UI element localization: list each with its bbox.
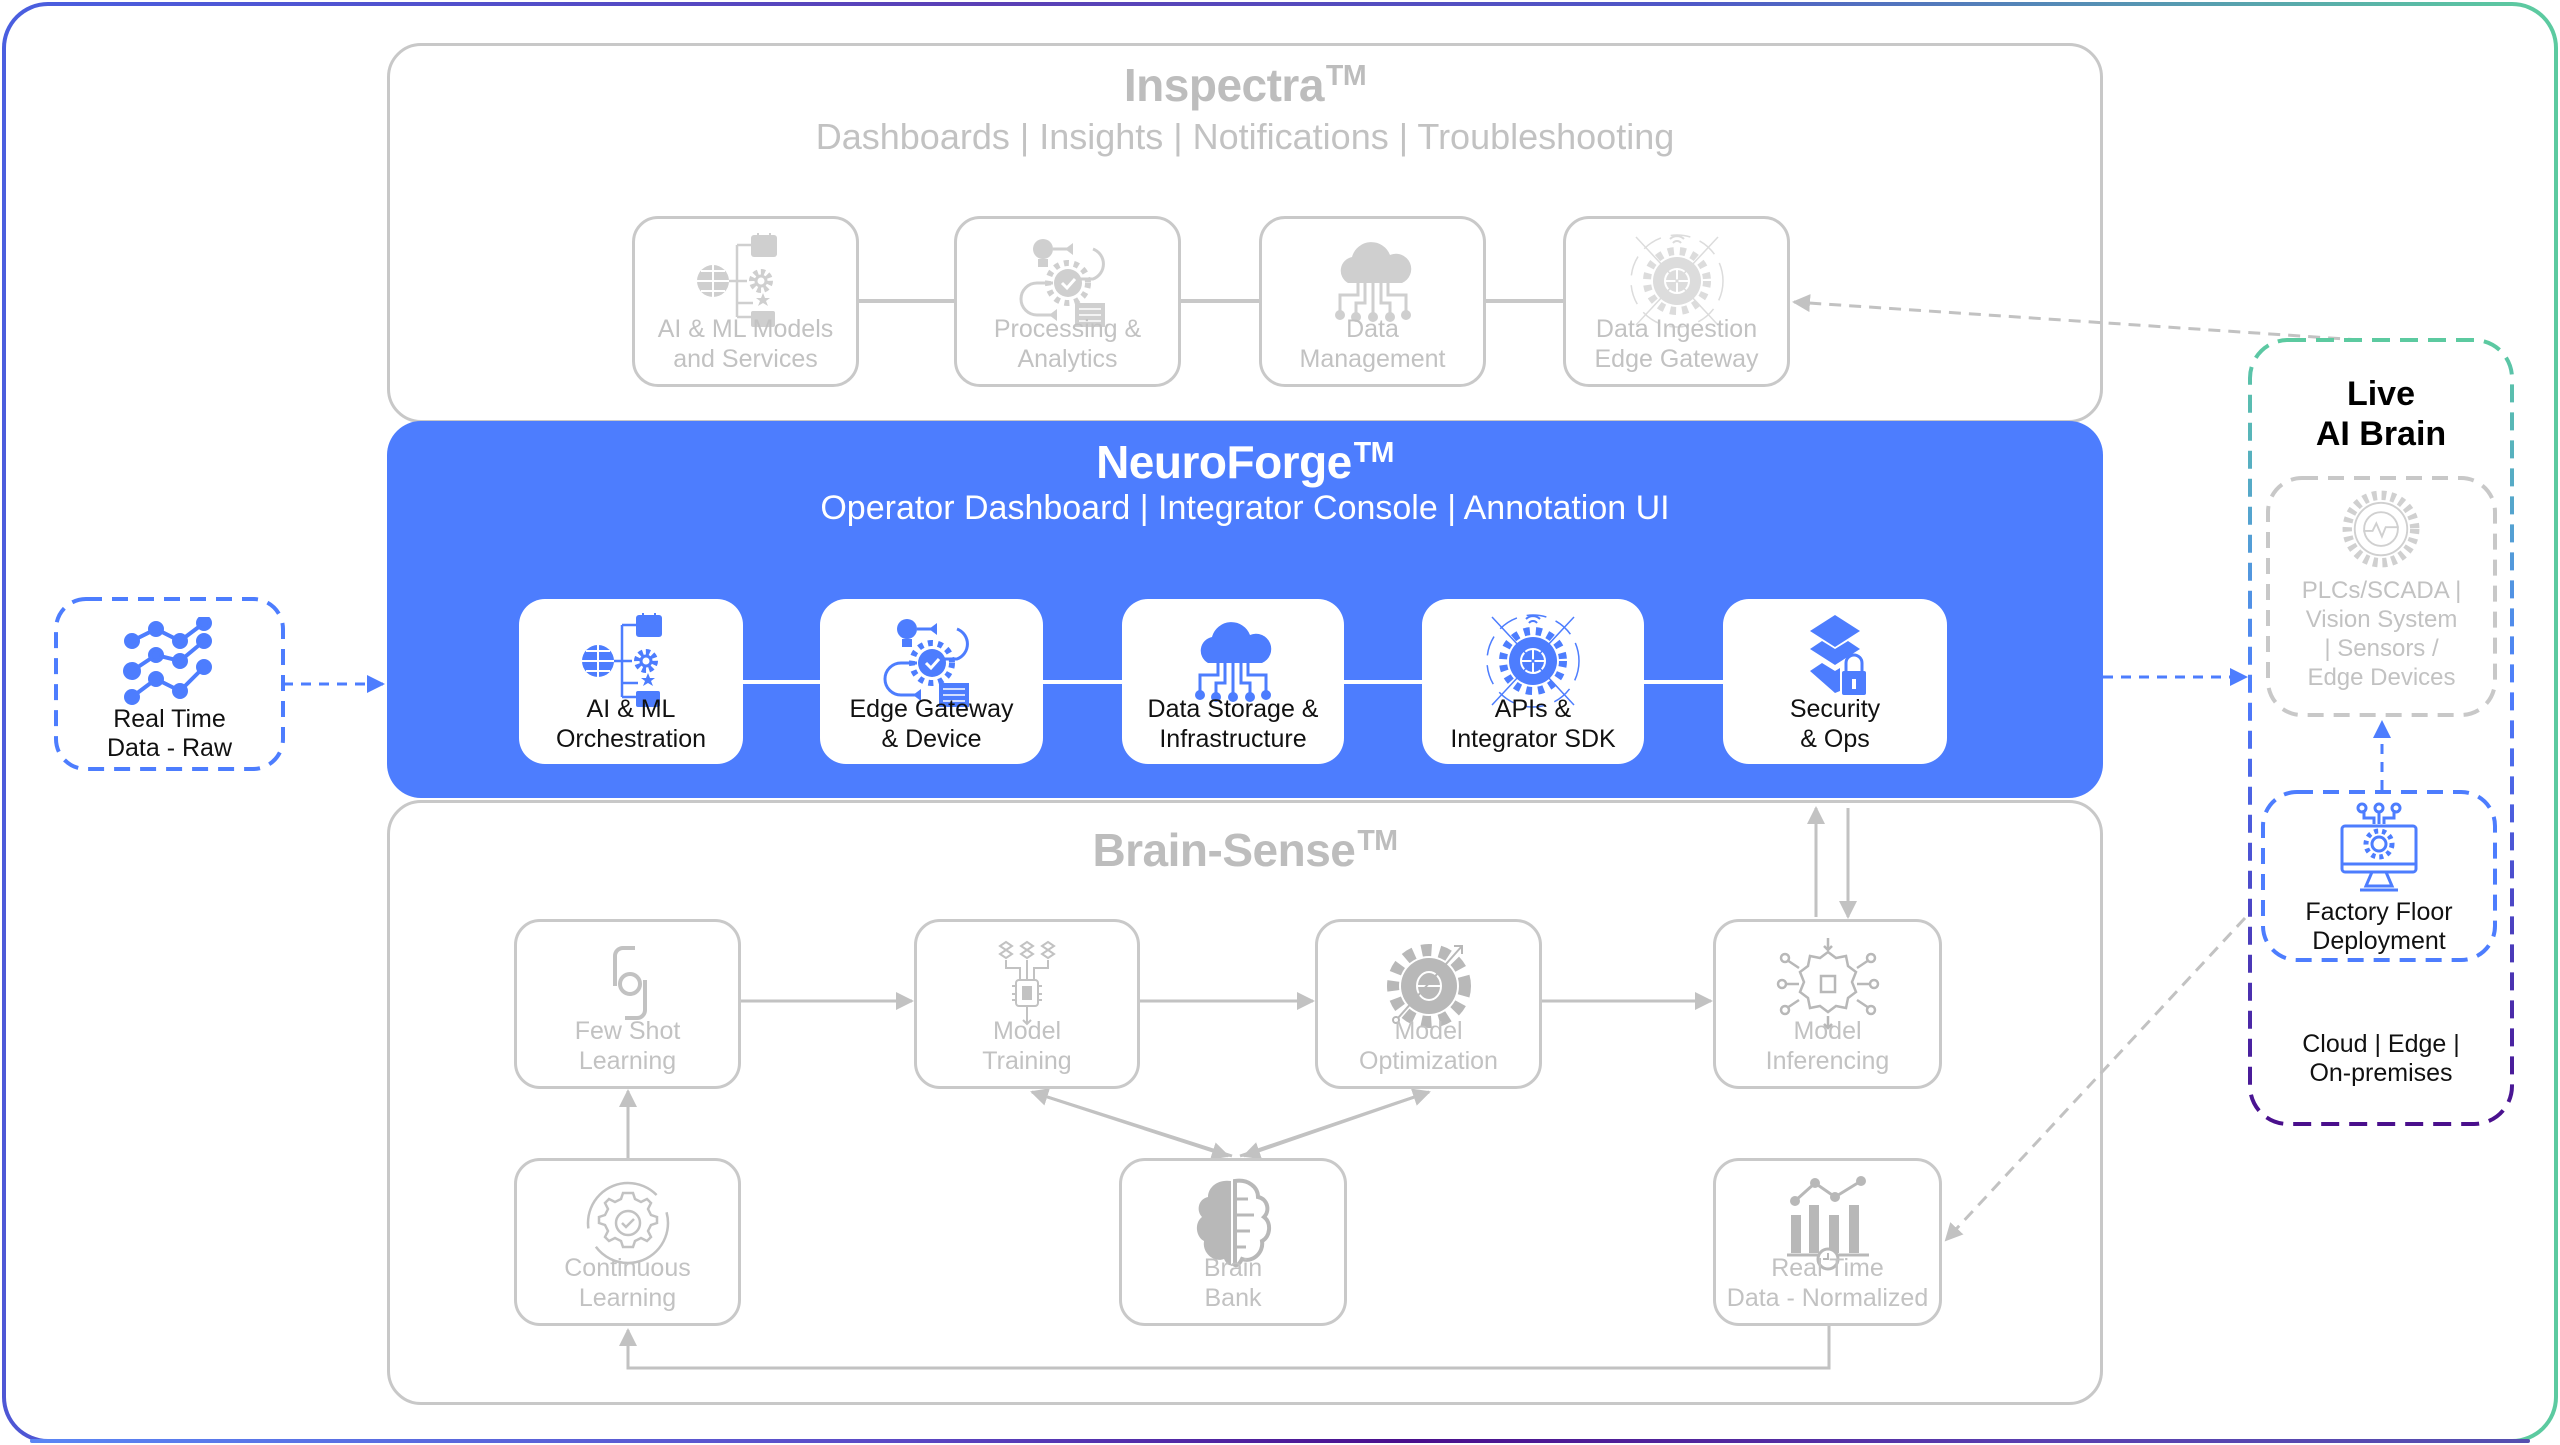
neuroforge-card-apis-sdk[interactable]: APIs & Integrator SDK xyxy=(1422,599,1644,764)
brain-sense-card-model-inferencing[interactable]: Model Inferencing xyxy=(1713,919,1942,1089)
brain-sense-title-text: Brain-Sense xyxy=(1092,824,1356,876)
neuroforge-title-text: NeuroForge xyxy=(1096,436,1352,488)
card-label: Data Ingestion Edge Gateway xyxy=(1594,315,1759,373)
card-label: Security & Ops xyxy=(1789,695,1881,753)
neuroforge-card-ai-ml-orchestration[interactable]: AI & ML Orchestration xyxy=(519,599,743,764)
brain-sense-card-model-training[interactable]: Model Training xyxy=(914,919,1140,1089)
card-label: Real Time Data - Normalized xyxy=(1726,1254,1929,1312)
systems-box[interactable]: PLCs/SCADA | Vision System | Sensors / E… xyxy=(2268,478,2495,715)
card-label: Model Training xyxy=(982,1017,1072,1075)
live-ai-brain-panel: Live AI Brain xyxy=(2250,340,2512,1124)
trademark: TM xyxy=(1353,437,1395,470)
raw-data-label: Real Time Data - Raw xyxy=(106,705,233,762)
neuroforge-subtitle: Operator Dashboard | Integrator Console … xyxy=(820,489,1670,527)
card-label: Brain Bank xyxy=(1203,1254,1263,1312)
inspectra-title: InspectraTM xyxy=(390,58,2100,112)
card-label: Data Storage & Infrastructure xyxy=(1147,695,1319,753)
card-label: AI & ML Orchestration xyxy=(555,695,707,753)
monitor-gear-icon xyxy=(2324,800,2434,896)
card-label: Few Shot Learning xyxy=(574,1017,681,1075)
systems-label: PLCs/SCADA | Vision System | Sensors / E… xyxy=(2301,577,2462,691)
inspectra-card-ai-ml-models[interactable]: AI & ML Models and Services xyxy=(632,216,859,387)
factory-floor-label: Factory Floor Deployment xyxy=(2305,898,2453,955)
card-label: AI & ML Models and Services xyxy=(657,315,834,373)
brain-sense-card-brain-bank[interactable]: Brain Bank xyxy=(1119,1158,1347,1326)
gear-pulse-icon xyxy=(2326,484,2436,574)
inspectra-card-processing-analytics[interactable]: Processing & Analytics xyxy=(954,216,1181,387)
brain-sense-card-real-time-normalized[interactable]: Real Time Data - Normalized xyxy=(1713,1158,1942,1326)
live-ai-brain-title: Live AI Brain xyxy=(2315,375,2447,453)
card-label: Data Management xyxy=(1299,315,1446,373)
brain-sense-title: Brain-SenseTM xyxy=(390,823,2100,877)
brain-sense-card-continuous-learning[interactable]: Continuous Learning xyxy=(514,1158,741,1326)
factory-floor-box[interactable]: Factory Floor Deployment xyxy=(2263,792,2495,960)
trademark: TM xyxy=(1325,60,1367,93)
card-label: Model Inferencing xyxy=(1765,1017,1890,1075)
card-label: Processing & Analytics xyxy=(993,315,1142,373)
card-label: Model Optimization xyxy=(1359,1017,1498,1075)
inspectra-card-data-ingestion[interactable]: Data Ingestion Edge Gateway xyxy=(1563,216,1790,387)
outer-frame-bottom-edge xyxy=(30,1439,2530,1443)
card-label: APIs & Integrator SDK xyxy=(1450,695,1616,753)
raw-data-box[interactable]: Real Time Data - Raw xyxy=(56,599,283,769)
trademark: TM xyxy=(1357,825,1398,858)
brain-sense-card-few-shot-learning[interactable]: Few Shot Learning xyxy=(514,919,741,1089)
inspectra-title-text: Inspectra xyxy=(1123,59,1325,111)
line-chart-icon xyxy=(114,617,224,713)
card-label: Continuous Learning xyxy=(564,1254,691,1312)
neuroforge-card-security-ops[interactable]: Security & Ops xyxy=(1723,599,1947,764)
brain-sense-card-model-optimization[interactable]: Model Optimization xyxy=(1315,919,1542,1089)
inspectra-subtitle: Dashboards | Insights | Notifications | … xyxy=(815,116,1675,157)
neuroforge-card-data-storage[interactable]: Data Storage & Infrastructure xyxy=(1122,599,1344,764)
neuroforge-title: NeuroForgeTM xyxy=(387,435,2103,489)
deployment-options-label: Cloud | Edge | On-premises xyxy=(2302,1030,2460,1087)
card-label: Edge Gateway & Device xyxy=(849,695,1014,753)
inspectra-card-data-management[interactable]: Data Management xyxy=(1259,216,1486,387)
neuroforge-card-edge-gateway[interactable]: Edge Gateway & Device xyxy=(820,599,1043,764)
